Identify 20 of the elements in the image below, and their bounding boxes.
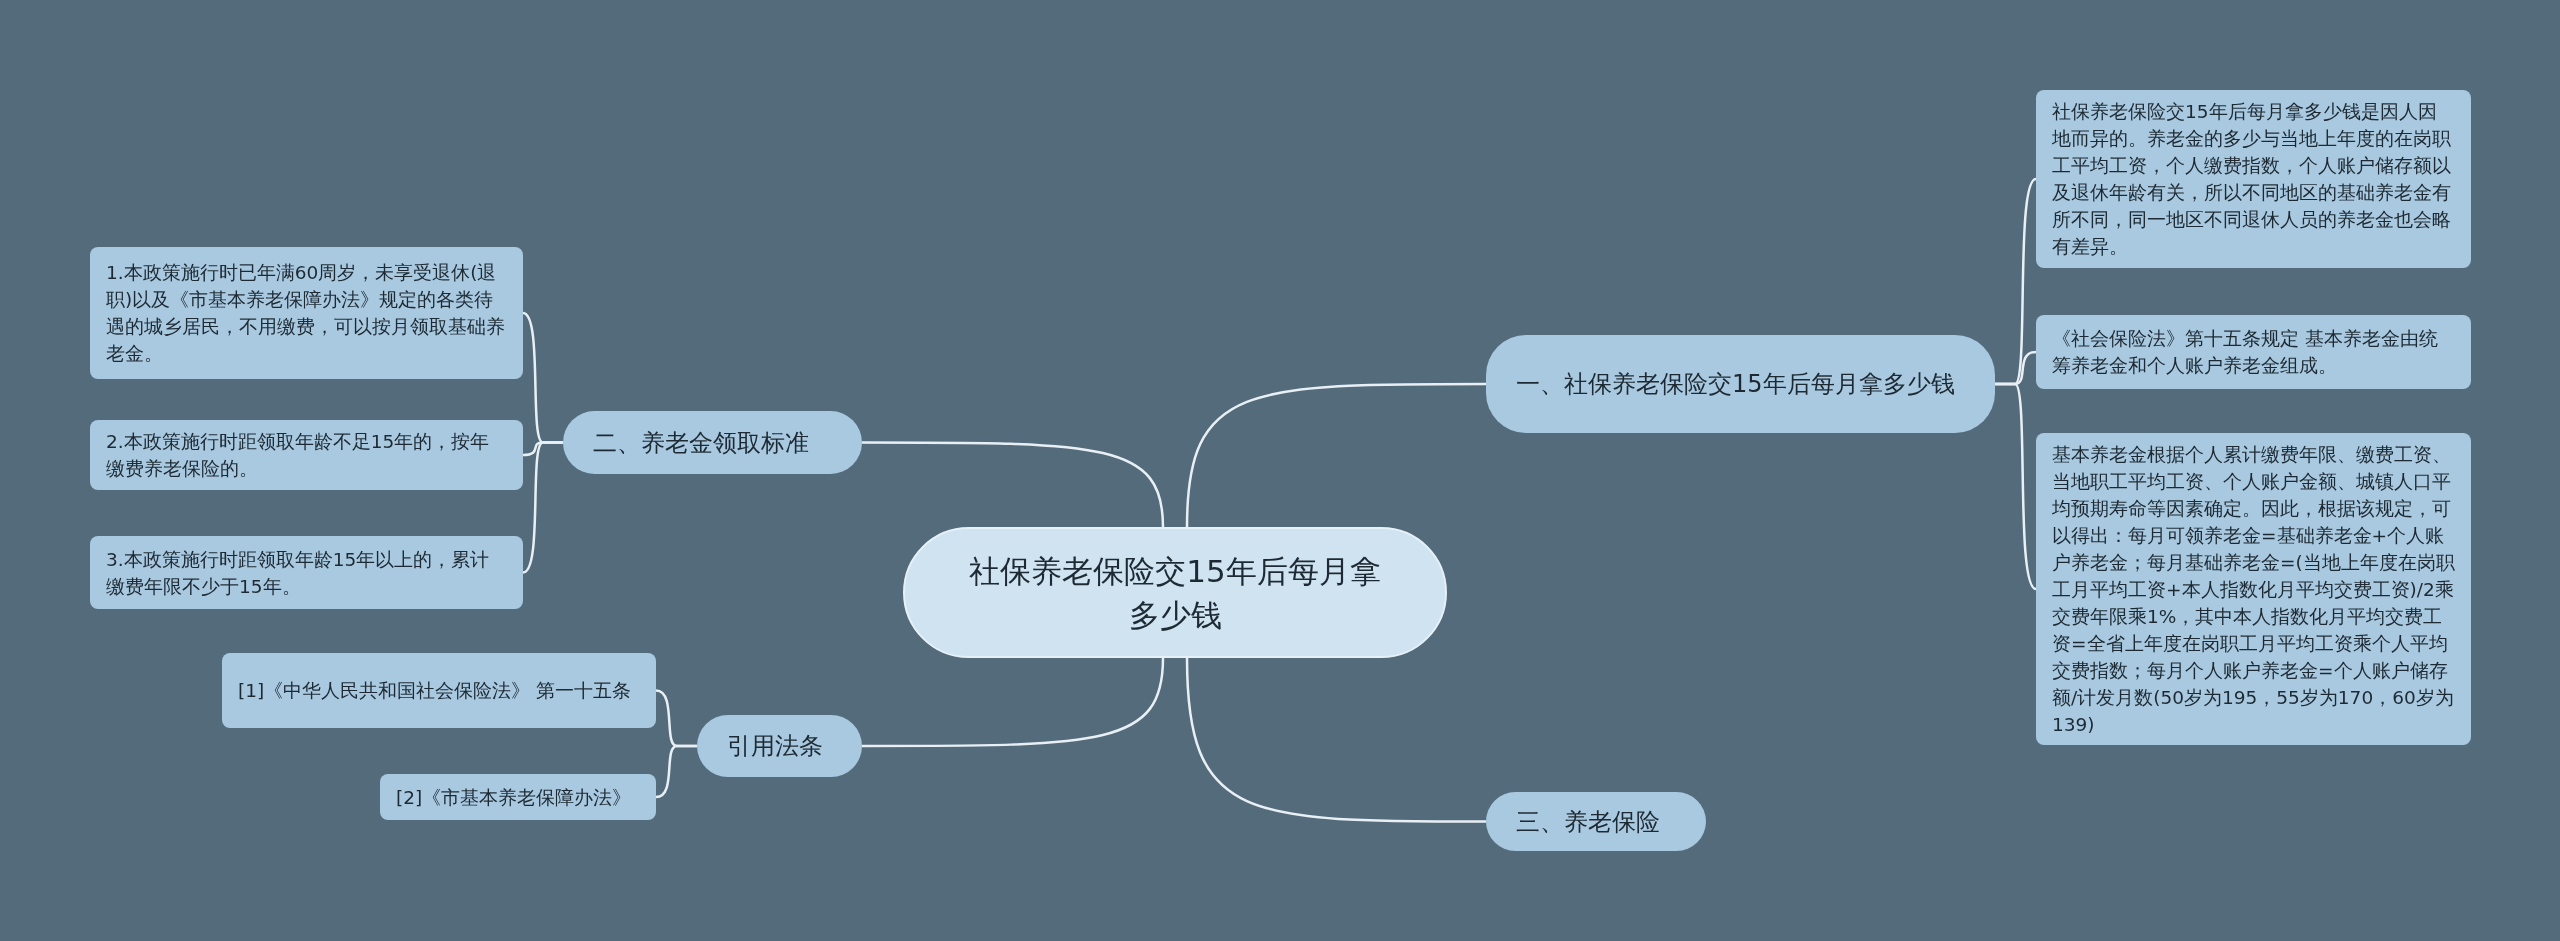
note-box: [2]《市基本养老保障办法》 — [380, 774, 656, 820]
connector-line — [1185, 382, 1486, 528]
note-box: 《社会保险法》第十五条规定 基本养老金由统筹养老金和个人账户养老金组成。 — [2036, 315, 2471, 389]
note-box: 2.本政策施行时距领取年龄不足15年的，按年缴费养老保险的。 — [90, 420, 523, 490]
note-box: 3.本政策施行时距领取年龄15年以上的，累计缴费年限不少于15年。 — [90, 536, 523, 609]
connector-line — [862, 657, 1165, 748]
connector-line — [522, 441, 563, 574]
topic-box: 引用法条 — [697, 715, 862, 777]
topic-box: 三、养老保险 — [1486, 792, 1706, 851]
connector-line — [862, 441, 1165, 528]
topic-box: 一、社保养老保险交15年后每月拿多少钱 — [1486, 335, 1995, 433]
note-box: 基本养老金根据个人累计缴费年限、缴费工资、当地职工平均工资、个人账户金额、城镇人口平均预期寿命等因素确定。因此，根据该规定，可以得出：每月可领养老金=基础养老金+个人账户养老金；每月基础养老金=(当地上年度在岗职工月平均工资+本人指数化月平均交费工资)/2乘交费年限乘1%，其中本人指数化月平均交费工资=全省上年度在岗职工月平均工资乘个人平均交费指数；每月个人账户养老金=个人账户储存额/计发月数(50岁为195，55岁为170，60岁为139) — [2036, 433, 2471, 745]
note-box: 社保养老保险交15年后每月拿多少钱是因人因地而异的。养老金的多少与当地上年度的在岗职工平均工资，个人缴费指数，个人账户储存额以及退休年龄有关，所以不同地区的基础养老金有所不同，同一地区不同退休人员的养老金也会略有差异。 — [2036, 90, 2471, 268]
topic-box: 二、养老金领取标准 — [563, 411, 862, 474]
connector-line — [655, 744, 697, 799]
connector-line — [1995, 382, 2037, 590]
central-topic: 社保养老保险交15年后每月拿多少钱 — [903, 527, 1447, 658]
note-box: 1.本政策施行时已年满60周岁，未享受退休(退职)以及《市基本养老保障办法》规定的各类待遇的城乡居民，不用缴费，可以按月领取基础养老金。 — [90, 247, 523, 379]
note-box: [1]《中华人民共和国社会保险法》 第一十五条 — [222, 653, 656, 728]
connector-line — [1185, 657, 1486, 823]
